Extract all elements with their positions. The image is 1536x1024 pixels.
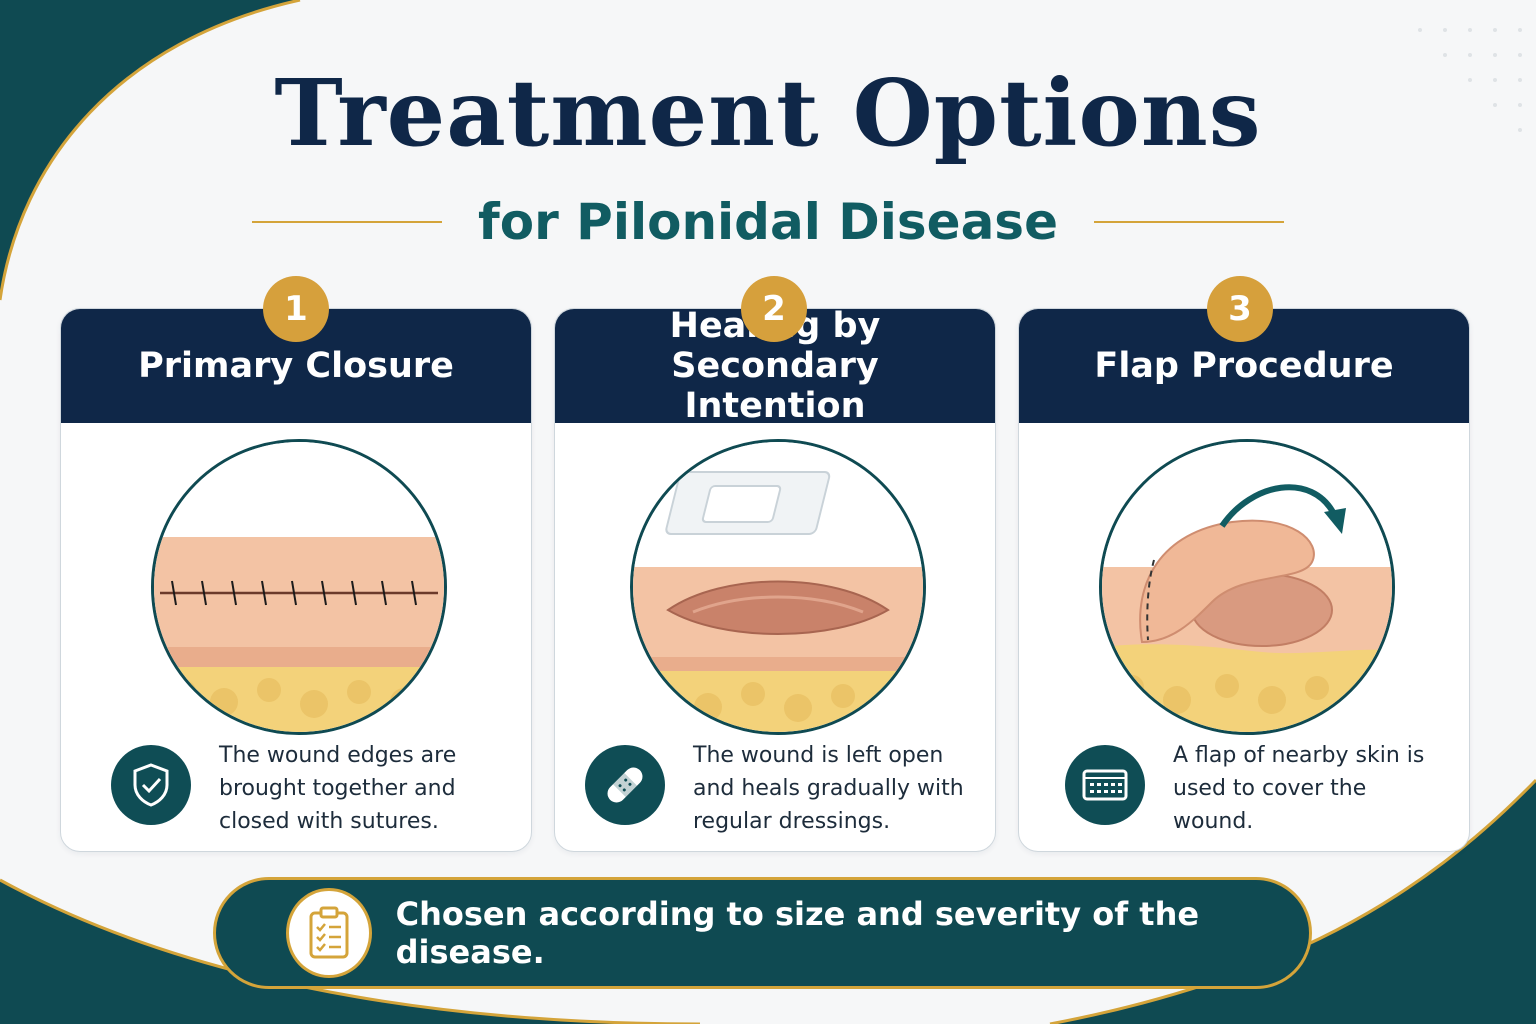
open-wound-illustration [630, 439, 926, 735]
footer-banner: Chosen according to size and severity of… [213, 877, 1312, 989]
step-badge-3: 3 [1207, 276, 1273, 342]
page-subtitle: for Pilonidal Disease [478, 193, 1058, 251]
subtitle-row: for Pilonidal Disease [0, 190, 1536, 254]
card-title: Healing by Secondary Intention [669, 308, 881, 426]
card-title: Primary Closure [138, 346, 454, 386]
step-badge-2: 2 [741, 276, 807, 342]
card-description-row: A flap of nearby skin is used to cover t… [1065, 739, 1449, 838]
card-title: Flap Procedure [1094, 346, 1394, 386]
shield-check-icon [111, 745, 191, 825]
card-description: A flap of nearby skin is used to cover t… [1173, 743, 1425, 834]
sutured-incision-illustration [151, 439, 447, 735]
page-title: Treatment Options [274, 59, 1262, 167]
card-description-row: The wound is left open and heals gradual… [585, 739, 975, 838]
card-flap-procedure: Flap Procedure [1018, 308, 1470, 852]
footer-text: Chosen according to size and severity of… [395, 895, 1200, 971]
card-primary-closure: Primary Closure The woun [60, 308, 532, 852]
card-description-row: The wound edges are brought together and… [111, 739, 511, 838]
card-description: The wound is left open and heals gradual… [693, 743, 964, 834]
step-badge-1: 1 [263, 276, 329, 342]
subtitle-divider-right [1093, 221, 1284, 223]
skin-graft-icon [1065, 745, 1145, 825]
card-description: The wound edges are brought together and… [219, 743, 457, 834]
clipboard-checklist-icon [286, 888, 372, 978]
bandage-icon [585, 745, 665, 825]
card-secondary-intention: Healing by Secondary Intention [554, 308, 996, 852]
skin-flap-illustration [1099, 439, 1395, 735]
subtitle-divider-left [252, 221, 442, 223]
